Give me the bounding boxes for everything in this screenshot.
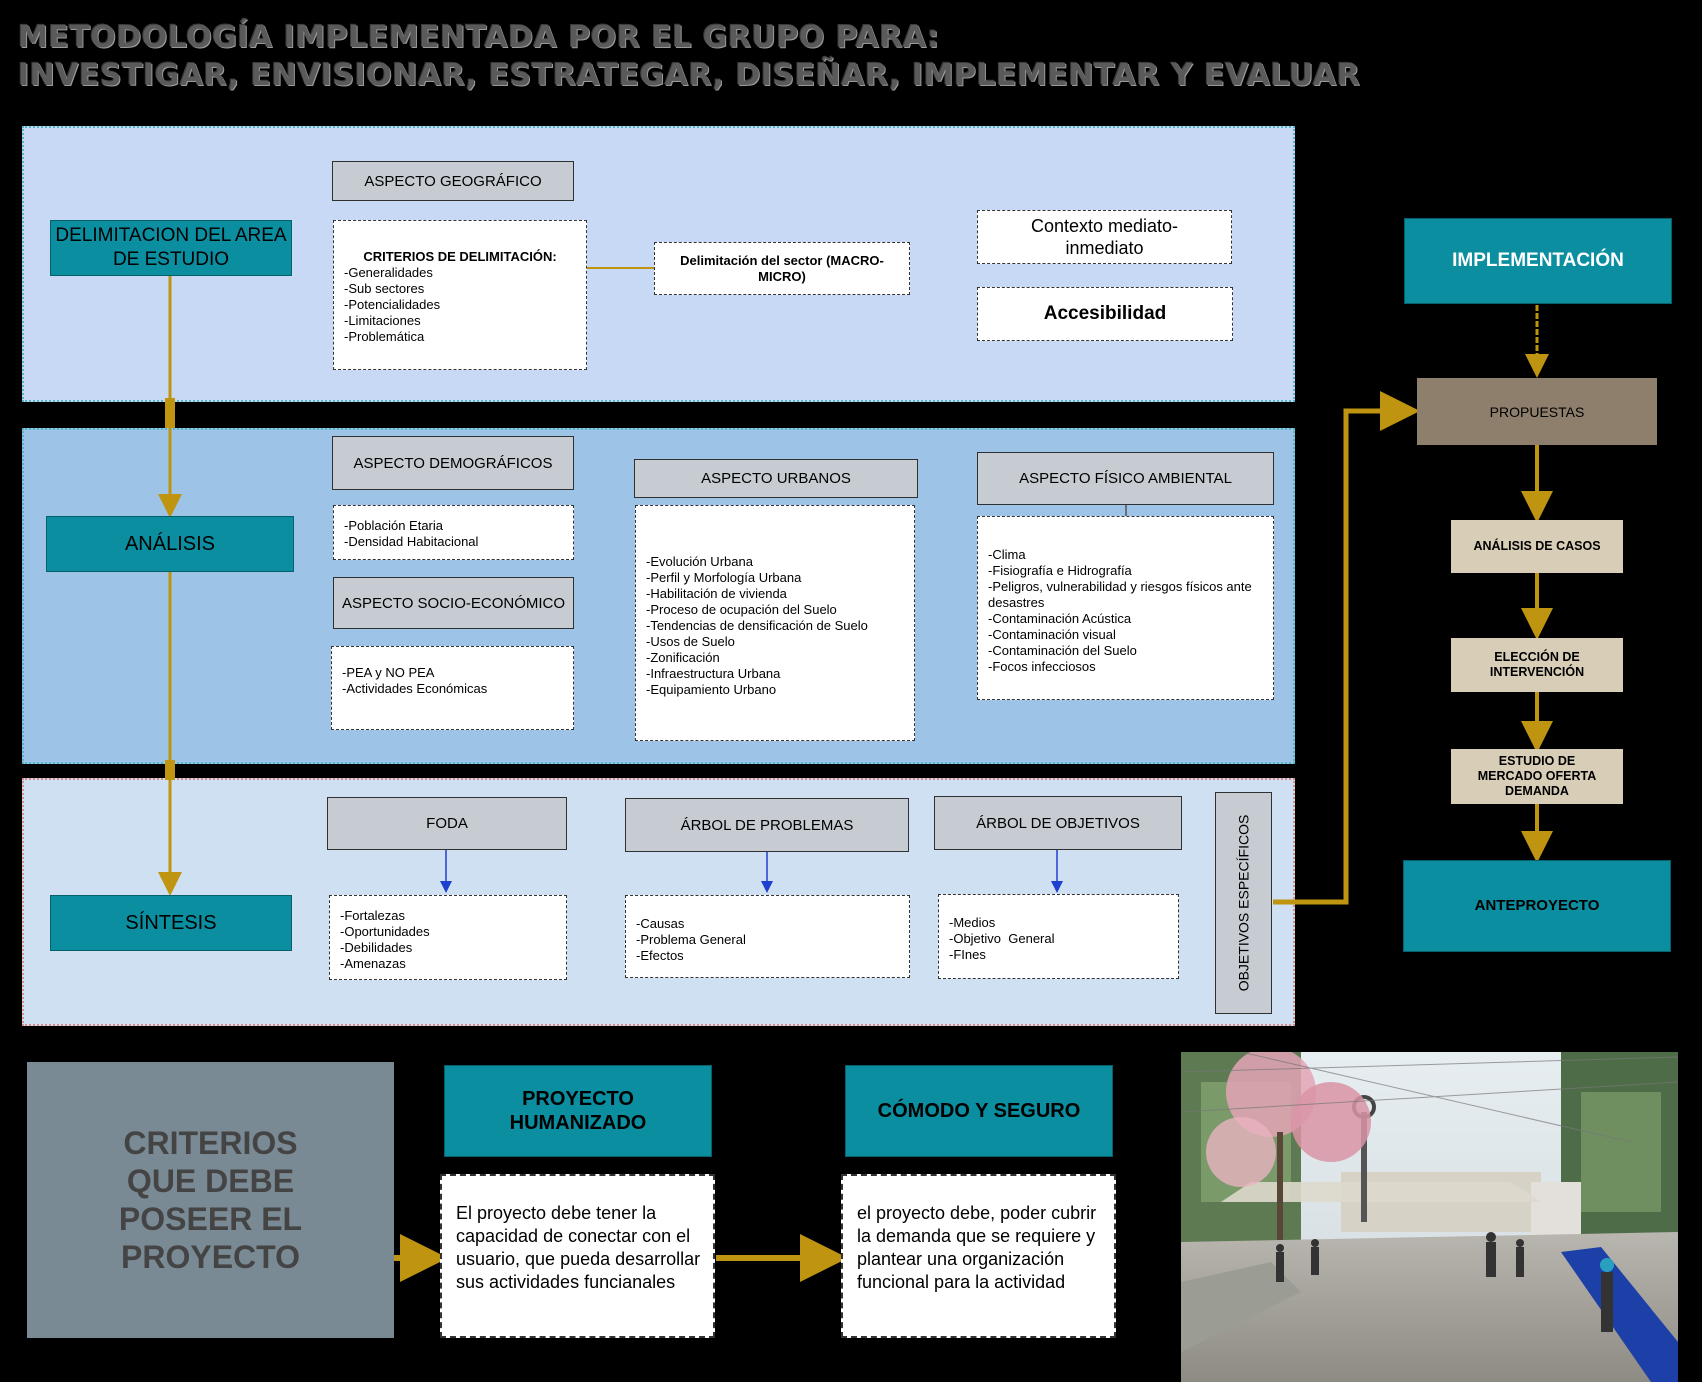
urbanos-item: -Perfil y Morfología Urbana	[646, 570, 802, 585]
socio-item: -PEA y NO PEA	[342, 665, 435, 680]
foda-box: -Fortalezas -Oportunidades -Debilidades …	[329, 895, 567, 980]
urbanos-item: -Zonificación	[646, 650, 720, 665]
criterios-item: -Sub sectores	[344, 281, 425, 296]
arbol-objetivos-box: -Medios -Objetivo General -FInes	[938, 894, 1179, 979]
fisico-item: -Contaminación Acústica	[988, 611, 1132, 626]
analisis-casos-box: ANÁLISIS DE CASOS	[1451, 520, 1623, 573]
delimitacion-sector-box: Delimitación del sector (MACRO-MICRO)	[654, 242, 910, 295]
objetivos-item: -Objetivo General	[949, 931, 1055, 946]
urbanos-item: -Tendencias de densificación de Suelo	[646, 618, 868, 633]
criterios-proyecto-box: CRITERIOS QUE DEBE POSEER EL PROYECTO	[27, 1062, 394, 1338]
demograficos-heading: ASPECTO DEMOGRÁFICOS	[332, 436, 574, 490]
demograficos-item: -Población Etaria	[344, 518, 443, 533]
comodo-seguro-text: el proyecto debe, poder cubrir la demand…	[841, 1174, 1116, 1338]
fisico-item: -Clima	[988, 547, 1026, 562]
foda-heading: FODA	[327, 797, 567, 850]
urbanos-box: -Evolución Urbana -Perfil y Morfología U…	[635, 505, 915, 741]
stage-analisis: ANÁLISIS	[46, 516, 294, 572]
criterios-item: -Potencialidades	[344, 297, 441, 312]
objetivos-item: -Medios	[949, 915, 996, 930]
fisico-item: desastres	[988, 595, 1045, 610]
eleccion-intervencion-box: ELECCIÓN DE INTERVENCIÓN	[1451, 638, 1623, 692]
fisico-item: -Contaminación del Suelo	[988, 643, 1137, 658]
proyecto-humanizado-heading: PROYECTO HUMANIZADO	[444, 1065, 712, 1157]
problemas-item: -Efectos	[636, 948, 684, 963]
criterios-item: -Limitaciones	[344, 313, 421, 328]
fisico-item: -Peligros, vulnerabilidad y riesgos físi…	[988, 579, 1252, 594]
implementacion-box: IMPLEMENTACIÓN	[1404, 218, 1672, 304]
foda-item: -Oportunidades	[340, 924, 430, 939]
contexto-box: Contexto mediato-inmediato	[977, 210, 1232, 264]
urbanos-item: -Proceso de ocupación del Suelo	[646, 602, 837, 617]
foda-item: -Fortalezas	[340, 908, 406, 923]
arbol-problemas-box: -Causas -Problema General -Efectos	[625, 895, 910, 978]
arbol-problemas-heading: ÁRBOL DE PROBLEMAS	[625, 798, 909, 852]
proyecto-humanizado-text: El proyecto debe tener la capacidad de c…	[440, 1174, 715, 1338]
page-title-line1: METODOLOGÍA IMPLEMENTADA POR EL GRUPO PA…	[18, 20, 940, 55]
socio-economico-heading: ASPECTO SOCIO-ECONÓMICO	[333, 577, 574, 629]
socio-item: -Actividades Económicas	[342, 681, 488, 696]
foda-item: -Amenazas	[340, 956, 406, 971]
stage-delimitacion: DELIMITACION DEL AREA DE ESTUDIO	[50, 220, 292, 276]
problemas-item: -Causas	[636, 916, 685, 931]
fisico-ambiental-box: -Clima -Fisiografía e Hidrografía -Pelig…	[977, 516, 1274, 700]
fisico-item: -Fisiografía e Hidrografía	[988, 563, 1132, 578]
socio-economico-box: -PEA y NO PEA -Actividades Económicas	[331, 646, 574, 730]
urbanos-item: -Equipamiento Urbano	[646, 682, 777, 697]
urbanos-item: -Habilitación de vivienda	[646, 586, 787, 601]
aspecto-geografico-heading: ASPECTO GEOGRÁFICO	[332, 161, 574, 201]
demograficos-box: -Población Etaria -Densidad Habitacional	[333, 505, 574, 560]
problemas-item: -Problema General	[636, 932, 746, 947]
urbanos-heading: ASPECTO URBANOS	[634, 459, 918, 498]
page-title-line2: INVESTIGAR, ENVISIONAR, ESTRATEGAR, DISE…	[18, 58, 1361, 93]
arbol-objetivos-heading: ÁRBOL DE OBJETIVOS	[934, 796, 1182, 850]
fisico-ambiental-heading: ASPECTO FÍSICO AMBIENTAL	[977, 452, 1274, 505]
criterios-delimitacion-title: CRITERIOS DE DELIMITACIÓN:	[363, 249, 557, 264]
urbanos-item: -Evolución Urbana	[646, 554, 753, 569]
criterios-item: -Generalidades	[344, 265, 433, 280]
urbanos-item: -Infraestructura Urbana	[646, 666, 781, 681]
street-render-image	[1181, 1052, 1678, 1382]
objetivos-especificos-label: OBJETIVOS ESPECÍFICOS	[1235, 814, 1252, 992]
demograficos-item: -Densidad Habitacional	[344, 534, 479, 549]
street-render-svg	[1181, 1052, 1678, 1382]
objetivos-especificos-box: OBJETIVOS ESPECÍFICOS	[1215, 792, 1272, 1014]
fisico-item: -Contaminación visual	[988, 627, 1116, 642]
estudio-mercado-box: ESTUDIO DE MERCADO OFERTA DEMANDA	[1451, 749, 1623, 804]
criterios-delimitacion-box: CRITERIOS DE DELIMITACIÓN: -Generalidade…	[333, 220, 587, 370]
urbanos-item: -Usos de Suelo	[646, 634, 735, 649]
accesibilidad-box: Accesibilidad	[977, 287, 1233, 341]
comodo-seguro-heading: CÓMODO Y SEGURO	[845, 1065, 1113, 1157]
fisico-item: -Focos infecciosos	[988, 659, 1096, 674]
anteproyecto-box: ANTEPROYECTO	[1403, 860, 1671, 952]
criterios-item: -Problemática	[344, 329, 425, 344]
propuestas-box: PROPUESTAS	[1417, 378, 1657, 445]
stage-sintesis: SÍNTESIS	[50, 895, 292, 951]
foda-item: -Debilidades	[340, 940, 413, 955]
objetivos-item: -FInes	[949, 947, 986, 962]
